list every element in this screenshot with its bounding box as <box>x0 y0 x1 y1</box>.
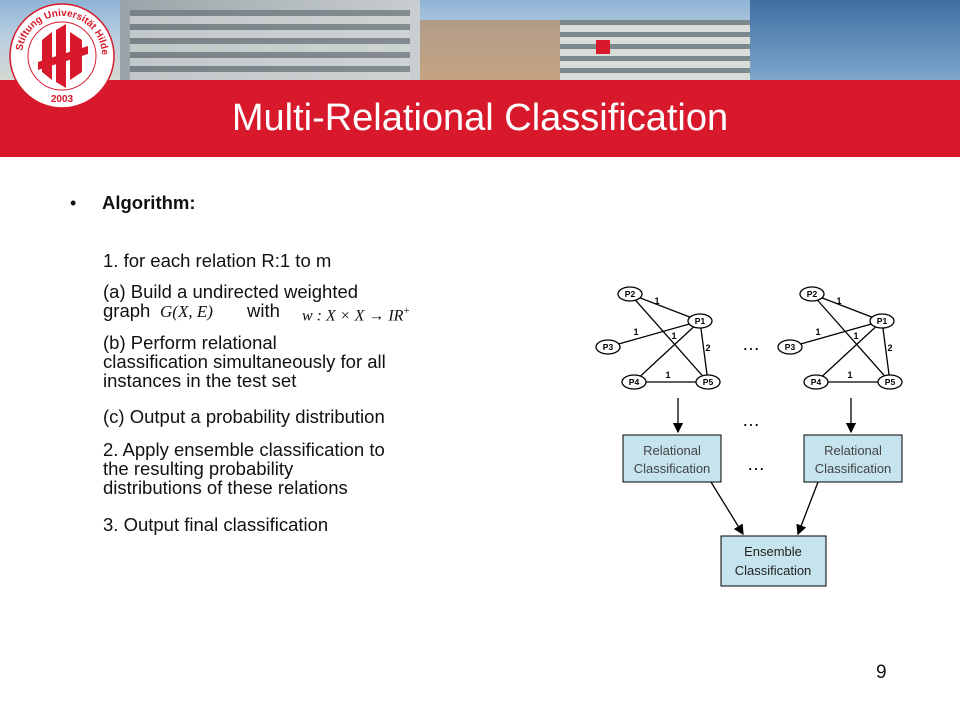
relation-graph-1: 1 1 1 1 2 P2 P1 P3 P4 P5 <box>595 286 721 390</box>
ensemble-diagram: 1 1 1 1 2 P2 P1 P3 P4 P5 1 1 1 <box>595 286 903 587</box>
edge-weight: 1 <box>671 331 676 341</box>
weight-formula-main: w : X × X → IR <box>302 307 404 325</box>
step-c: (c) Output a probability distribution <box>103 406 385 427</box>
ellipsis: … <box>742 334 760 354</box>
step-1: 1. for each relation R:1 to m <box>103 250 332 271</box>
university-logo: Stiftung Universität Hildesheim 2003 <box>8 2 115 109</box>
node-label: P2 <box>807 289 818 299</box>
node-label: P4 <box>629 377 640 387</box>
red-sign <box>596 40 610 54</box>
node-label: P4 <box>811 377 822 387</box>
logo-year: 2003 <box>51 94 74 105</box>
step-b-line3: instances in the test set <box>103 370 297 391</box>
node-label: P1 <box>877 316 888 326</box>
page-number: 9 <box>876 662 887 683</box>
node-label: P2 <box>625 289 636 299</box>
step-a-with: with <box>247 300 280 321</box>
node-label: P5 <box>703 377 714 387</box>
step-b-line2: classification simultaneously for all <box>103 351 386 372</box>
slide-title: Multi-Relational Classification <box>231 97 729 139</box>
step-a-line2: graph <box>103 300 151 321</box>
relation-graph-2: 1 1 1 1 2 P2 P1 P3 P4 P5 <box>777 286 903 390</box>
step-2-line1: 2. Apply ensemble classification to <box>103 439 385 460</box>
bullet-icon: • <box>70 193 77 213</box>
edge-weight: 1 <box>847 370 852 380</box>
step-2-line3: distributions of these relations <box>103 477 348 498</box>
step-3: 3. Output final classification <box>103 514 329 535</box>
ellipsis: … <box>742 410 760 430</box>
building-right <box>560 20 750 80</box>
step-b-line1: (b) Perform relational <box>103 332 277 353</box>
relational-classification-box-2: Relational Classification <box>803 434 903 483</box>
edge-weight: 2 <box>887 343 892 353</box>
step-a-line1: (a) Build a undirected weighted <box>103 281 359 302</box>
edge-weight: 1 <box>815 327 820 337</box>
sky-right <box>750 0 960 80</box>
node-label: P3 <box>785 342 796 352</box>
edge-weight: 1 <box>853 331 858 341</box>
node-label: P3 <box>603 342 614 352</box>
svg-text:Classification: Classification <box>735 563 812 578</box>
graph-formula: G(X, E) <box>160 302 213 321</box>
node-label: P1 <box>695 316 706 326</box>
building-windows <box>130 10 410 80</box>
edge-weight: 1 <box>836 296 841 306</box>
svg-text:Relational: Relational <box>643 443 701 458</box>
title-bar <box>0 80 960 157</box>
tree-shape <box>420 20 560 80</box>
ellipsis: … <box>747 454 765 474</box>
edge-weight: 1 <box>665 370 670 380</box>
edge-weight: 1 <box>654 296 659 306</box>
edge-weight: 1 <box>633 327 638 337</box>
header-photo <box>0 0 960 80</box>
svg-text:Classification: Classification <box>815 461 892 476</box>
relational-classification-box-1: Relational Classification <box>622 434 722 483</box>
edge-weight: 2 <box>705 343 710 353</box>
step-2-line2: the resulting probability <box>103 458 294 479</box>
svg-text:Classification: Classification <box>634 461 711 476</box>
ensemble-classification-box: Ensemble Classification <box>720 535 827 587</box>
svg-text:Relational: Relational <box>824 443 882 458</box>
svg-text:Ensemble: Ensemble <box>744 544 802 559</box>
weight-formula: w : X × X → IR+ <box>302 302 410 325</box>
algorithm-heading: Algorithm: <box>102 192 196 213</box>
weight-formula-sup: + <box>403 305 410 317</box>
node-label: P5 <box>885 377 896 387</box>
